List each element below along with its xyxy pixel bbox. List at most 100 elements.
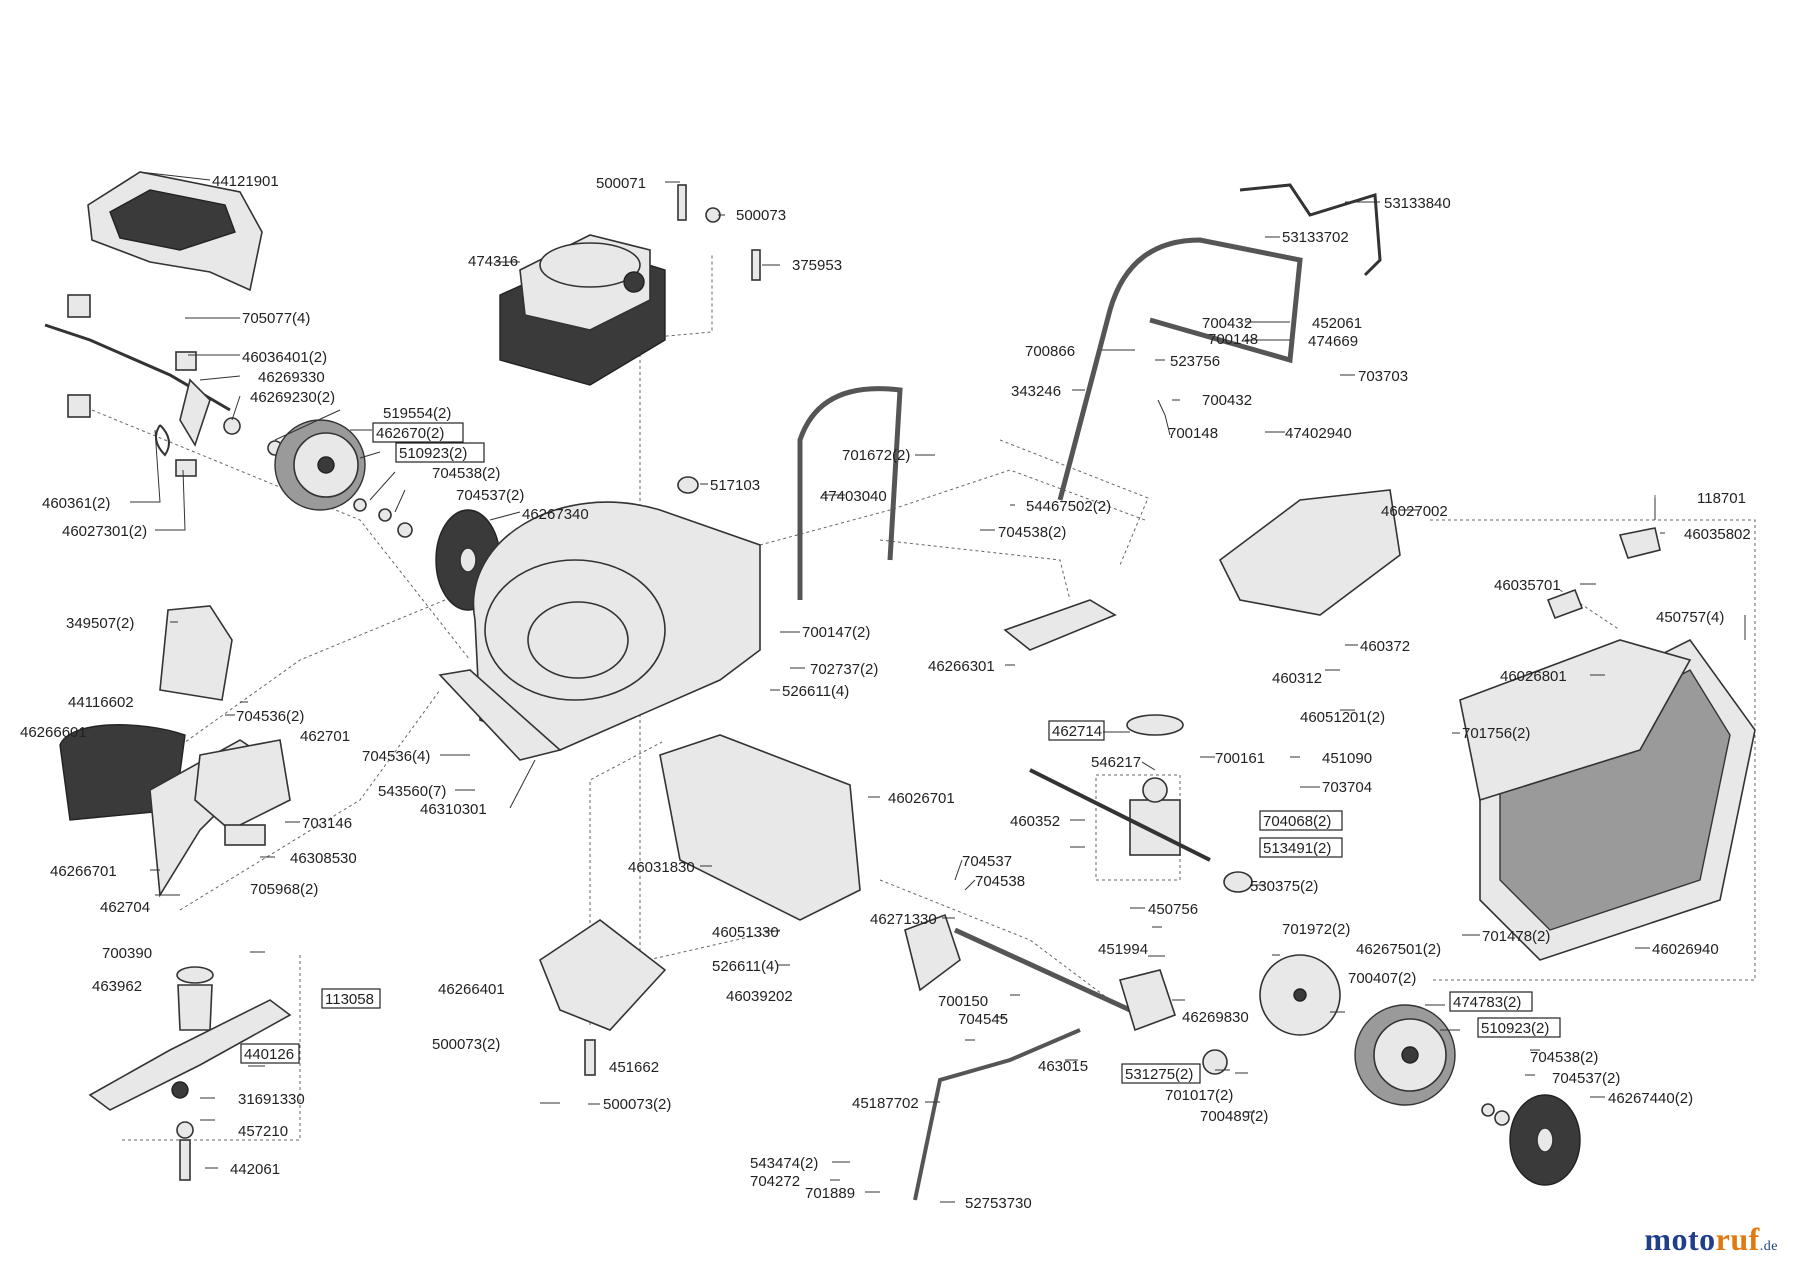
part-label: 463015: [1038, 1058, 1088, 1075]
part-label: 700148: [1208, 331, 1258, 348]
hub-cap-right-46267440-part: [1509, 1094, 1581, 1186]
part-label: 700150: [938, 993, 988, 1010]
part-illustrations: [44, 171, 1756, 1201]
part-label-box: [1259, 810, 1343, 831]
part-label: 531275(2): [1125, 1066, 1193, 1083]
part-label: 46027002: [1381, 503, 1448, 520]
part-label: 700148: [1168, 425, 1218, 442]
part-label: 45187702: [852, 1095, 919, 1112]
part-label: 701672(2): [842, 447, 910, 464]
part-label: 704537: [962, 853, 1012, 870]
brand-logo: motoruf.de: [1644, 1221, 1778, 1258]
part-label: 46271330: [870, 911, 937, 928]
nut-500073-part: [705, 207, 721, 223]
part-label: 113058: [325, 991, 374, 1008]
part-label: 530375(2): [1250, 878, 1318, 895]
part-label: 526611(4): [782, 683, 849, 700]
part-label: 704537(2): [456, 487, 524, 504]
part-label: 460372: [1360, 638, 1410, 655]
side-flap-44116602-part: [159, 605, 233, 701]
part-label: 46308530: [290, 850, 357, 867]
washer-704538-right-part: [1481, 1103, 1495, 1117]
part-label: 704272: [750, 1173, 800, 1190]
part-label-box: [1477, 1017, 1561, 1038]
lever-part: [179, 378, 211, 447]
part-label: 442061: [230, 1161, 280, 1178]
part-label: 46266301: [928, 658, 995, 675]
part-label: 46267501(2): [1356, 941, 1441, 958]
nut-b-part: [397, 522, 413, 538]
part-label: 460352: [1010, 813, 1060, 830]
part-label: 52753730: [965, 1195, 1032, 1212]
part-label: 457210: [238, 1123, 288, 1140]
part-label: 704545: [958, 1011, 1008, 1028]
part-label: 44121901: [212, 173, 279, 190]
part-label: 46031830: [628, 859, 695, 876]
part-label-box: [240, 1043, 300, 1064]
part-label: 700866: [1025, 343, 1075, 360]
part-label: 46026940: [1652, 941, 1719, 958]
part-label: 705968(2): [250, 881, 318, 898]
height-adjuster-46039202-part: [904, 913, 961, 992]
part-label: 47402940: [1285, 425, 1352, 442]
part-label: 543560(7): [378, 783, 446, 800]
part-label: 46267440(2): [1608, 1090, 1693, 1107]
part-label: 375953: [792, 257, 842, 274]
part-label: 704538: [975, 873, 1025, 890]
bracket-46269830-part: [1118, 969, 1177, 1032]
part-label: 349507(2): [66, 615, 134, 632]
part-label: 46035701: [1494, 577, 1561, 594]
part-label-box: [1259, 837, 1343, 858]
part-label: 343246: [1011, 383, 1061, 400]
part-label: 704068(2): [1263, 813, 1331, 830]
part-label: 462701: [300, 728, 350, 745]
part-label: 46051201(2): [1300, 709, 1385, 726]
part-label: 47403040: [820, 488, 887, 505]
part-label: 46269330: [258, 369, 325, 386]
part-label: 46266601: [20, 724, 87, 741]
clamp-part: [175, 351, 197, 371]
rear-right-wheel-474783-part: [1354, 1004, 1456, 1106]
part-label: 451994: [1098, 941, 1148, 958]
washer-part: [223, 417, 241, 435]
part-label: 462714: [1052, 723, 1102, 740]
part-label: 523756: [1170, 353, 1220, 370]
grass-box-lid-46027002-part: [1218, 489, 1401, 616]
part-label-box: [372, 422, 464, 443]
part-label: 451662: [609, 1059, 659, 1076]
part-label: 46051330: [712, 924, 779, 941]
brand-name-a: moto: [1644, 1221, 1716, 1257]
part-label: 46039202: [726, 988, 793, 1005]
bushing-530375-part: [1223, 871, 1253, 893]
gearbox-460352-part: [1029, 768, 1211, 862]
part-label: 44116602: [68, 694, 134, 711]
part-label: 46035802: [1684, 526, 1751, 543]
upper-handle-47402940-part: [1057, 237, 1303, 501]
part-label-box: [1048, 720, 1105, 741]
spring-part: [155, 424, 170, 457]
part-label: 510923(2): [399, 445, 467, 462]
part-label: 700432: [1202, 392, 1252, 409]
hinge-46308530-part: [224, 824, 266, 846]
part-label: 440126: [244, 1046, 294, 1063]
part-label: 46026801: [1500, 668, 1567, 685]
part-label: 46310301: [420, 801, 487, 818]
bolt-500071-part: [677, 184, 687, 221]
part-label: 705077(4): [242, 310, 310, 327]
part-label: 702737(2): [810, 661, 878, 678]
part-label: 46027301(2): [62, 523, 147, 540]
part-label: 474783(2): [1453, 994, 1521, 1011]
part-label: 46026701: [888, 790, 955, 807]
part-label: 462670(2): [376, 425, 444, 442]
cable-clip-lower-part: [67, 394, 91, 418]
grass-box-top-46026801-part: [1459, 639, 1692, 802]
rear-chute-46026701-part: [659, 734, 861, 921]
spring-451662-part: [584, 1039, 596, 1076]
part-label: 704536(2): [236, 708, 304, 725]
engine-part: [499, 234, 666, 386]
part-label: 704538(2): [998, 524, 1066, 541]
part-label: 700390: [102, 945, 152, 962]
brand-suffix: .de: [1759, 1239, 1778, 1254]
cover-46035701-part: [1546, 588, 1584, 620]
part-label: 460361(2): [42, 495, 110, 512]
